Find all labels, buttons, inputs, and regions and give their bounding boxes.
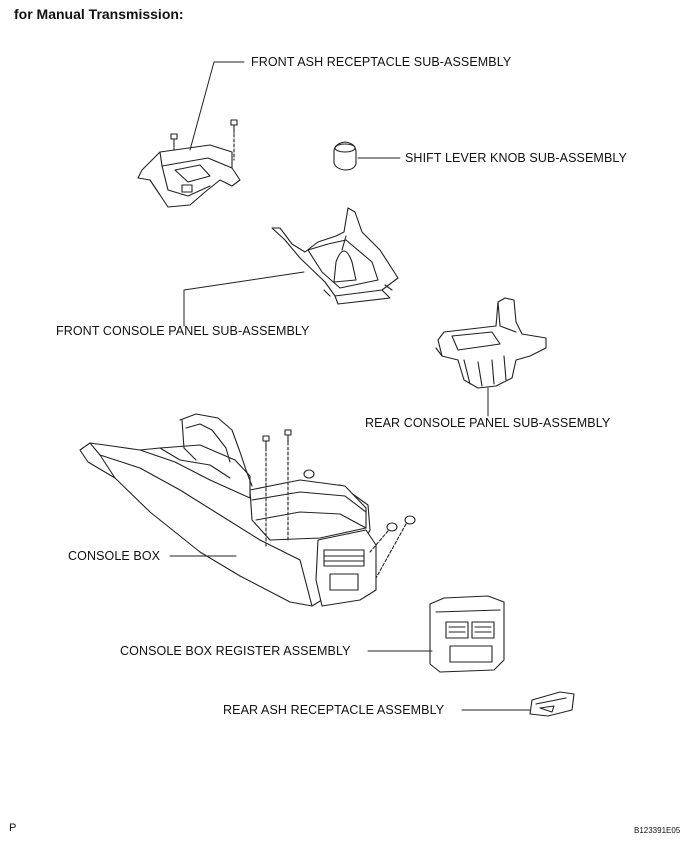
console-box-register-drawing — [429, 595, 505, 673]
label-rear-console-panel: REAR CONSOLE PANEL SUB-ASSEMBLY — [365, 416, 611, 430]
front-ash-receptacle-drawing — [137, 119, 241, 208]
screw-icon — [262, 435, 270, 449]
label-shift-lever-knob: SHIFT LEVER KNOB SUB-ASSEMBLY — [405, 151, 627, 165]
figure-code: B123391E05 — [634, 826, 681, 835]
label-rear-ash-receptacle: REAR ASH RECEPTACLE ASSEMBLY — [223, 703, 445, 717]
front-console-panel-drawing — [271, 207, 399, 305]
screw-icon — [284, 429, 292, 443]
screw-icon — [303, 469, 315, 479]
diagram-heading: for Manual Transmission: — [14, 6, 184, 22]
console-box-drawing — [79, 413, 416, 607]
label-front-console-panel: FRONT CONSOLE PANEL SUB-ASSEMBLY — [56, 324, 310, 338]
rear-ash-receptacle-drawing — [529, 691, 575, 717]
label-front-ash-receptacle: FRONT ASH RECEPTACLE SUB-ASSEMBLY — [251, 55, 512, 69]
rear-console-panel-drawing — [435, 297, 547, 389]
screw-icon — [230, 119, 238, 134]
screw-icon — [386, 522, 398, 532]
page-letter: P — [9, 822, 17, 834]
screw-icon — [404, 515, 416, 525]
label-console-box: CONSOLE BOX — [68, 549, 161, 563]
leader-lines — [169, 61, 531, 711]
label-console-box-register: CONSOLE BOX REGISTER ASSEMBLY — [120, 644, 351, 658]
shift-lever-knob-drawing — [333, 141, 357, 171]
screw-icon — [170, 133, 178, 148]
